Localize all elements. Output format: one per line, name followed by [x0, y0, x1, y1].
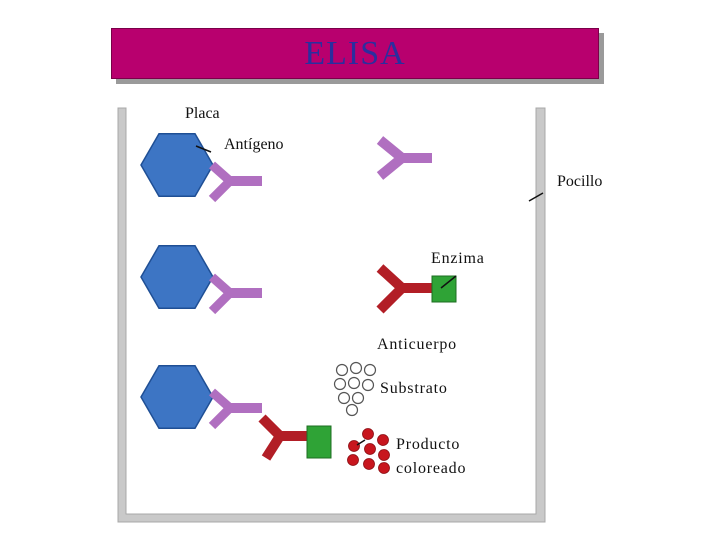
- substrate-molecule: [351, 391, 365, 405]
- product-molecule: [348, 440, 360, 452]
- substrate-group: [333, 361, 377, 417]
- product-molecule: [347, 454, 359, 466]
- substrate-molecule: [345, 403, 359, 417]
- well: [117, 107, 546, 523]
- primary-antibody-arms: [208, 161, 237, 203]
- diagram-title: ELISA: [304, 34, 406, 72]
- antigen-group: [140, 133, 214, 429]
- antigen-hexagon: [140, 245, 214, 309]
- label-coloreado: coloreado: [396, 460, 467, 477]
- substrate-molecule: [361, 378, 375, 392]
- label-substrato: Substrato: [380, 380, 448, 397]
- substrate-molecule: [347, 376, 361, 390]
- product-molecule: [378, 449, 390, 461]
- label-antigeno: Antígeno: [224, 136, 284, 153]
- antigen-hexagon: [140, 365, 214, 429]
- product-molecule: [377, 434, 389, 446]
- antigen-hexagon: [140, 133, 214, 197]
- primary-antibody-stem: [228, 176, 262, 186]
- label-anticuerpo: Anticuerpo: [377, 336, 457, 353]
- product-group: [347, 428, 390, 474]
- label-pocillo: Pocillo: [557, 173, 603, 190]
- label-placa: Placa: [185, 105, 220, 122]
- label-enzima: Enzima: [431, 250, 485, 267]
- primary-antibody-stem: [228, 288, 262, 298]
- primary-antibody-group: [208, 161, 262, 430]
- product-molecule: [364, 443, 376, 455]
- substrate-molecule: [333, 377, 347, 391]
- primary-antibody-stem: [228, 403, 262, 413]
- substrate-molecule: [337, 391, 351, 405]
- leader-lines: [195, 145, 544, 446]
- primary-antibody-arms: [208, 388, 237, 430]
- product-molecule: [363, 458, 375, 470]
- title-banner: ELISA: [111, 28, 599, 79]
- product-molecule: [378, 462, 390, 474]
- label-producto: Producto: [396, 436, 461, 453]
- substrate-molecule: [363, 363, 377, 377]
- primary-antibody-arms: [208, 273, 237, 315]
- enzyme-conjugate-free: [376, 264, 457, 314]
- enzyme-conjugate-bound: [258, 414, 332, 461]
- free-primary-antibody: [376, 136, 432, 180]
- substrate-molecule: [349, 361, 363, 375]
- substrate-molecule: [335, 363, 349, 377]
- product-molecule: [362, 428, 374, 440]
